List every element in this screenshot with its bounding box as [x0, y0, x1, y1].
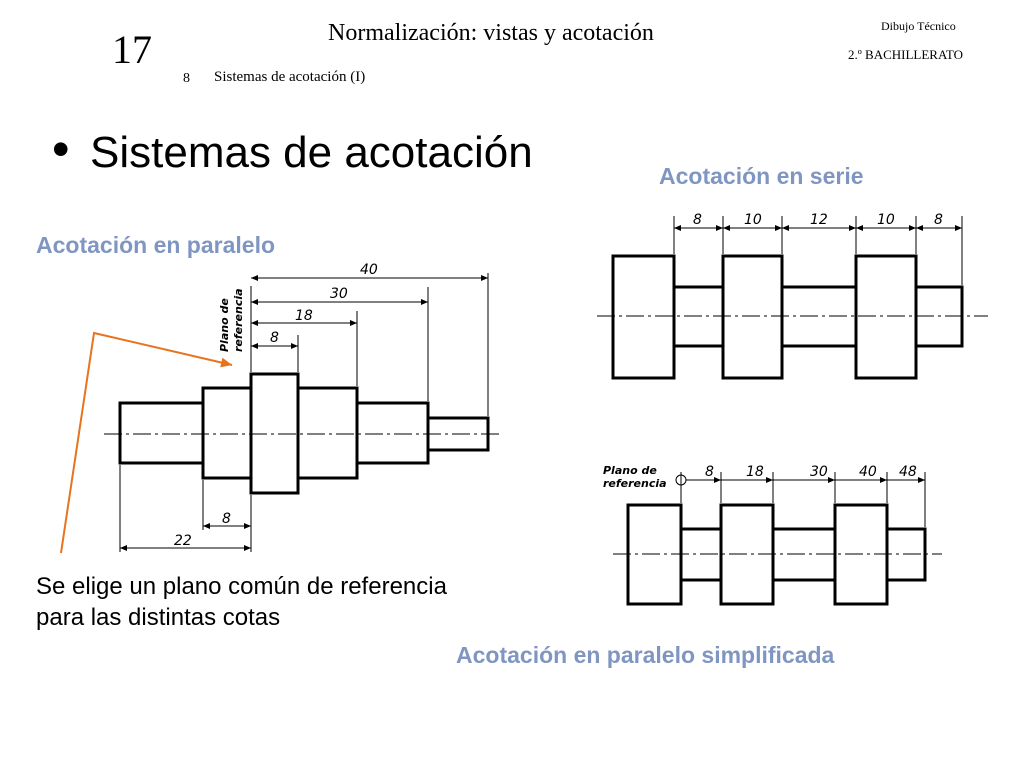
- figure-serie: [597, 216, 988, 380]
- dimension-label-8: 8: [270, 330, 279, 346]
- dimension-label-simp-2: 18: [746, 464, 764, 480]
- unit-title: Normalización: vistas y acotación: [328, 20, 654, 46]
- dimension-label-serie-2: 10: [744, 212, 762, 228]
- label-acotacion-paralelo: Acotación en paralelo: [36, 232, 276, 258]
- dimension-label-serie-5: 8: [934, 212, 943, 228]
- description-text: Se elige un plano común de referencia pa…: [36, 571, 447, 633]
- reference-plane-text-1: Plano de: [218, 298, 231, 352]
- unit-number: 17: [112, 27, 152, 72]
- shaft-step: [201, 386, 253, 480]
- dimension-label-serie-4: 10: [877, 212, 895, 228]
- figure-paralelo: [60, 273, 502, 554]
- section-title: Sistemas de acotación (I): [214, 69, 366, 85]
- course-label: 2.º BACHILLERATO: [848, 47, 964, 62]
- description-line-1: Se elige un plano común de referencia: [36, 573, 447, 600]
- shaft-step: [118, 401, 205, 465]
- shaft-step: [355, 401, 430, 465]
- reference-plane-text-1: Plano de: [603, 464, 657, 477]
- dimension-label-simp-4: 40: [859, 464, 877, 480]
- dimension-label-40: 40: [360, 262, 378, 278]
- reference-plane-text-2: referencia: [603, 477, 667, 490]
- shaft-step: [426, 416, 490, 452]
- dimension-label-8-bottom: 8: [222, 511, 231, 527]
- dimension-label-serie-1: 8: [693, 212, 702, 228]
- shaft-step: [854, 254, 918, 380]
- reference-plane-leader: [60, 331, 233, 554]
- shaft-step: [721, 254, 784, 380]
- subject-label: Dibujo Técnico: [881, 19, 956, 33]
- dimension-label-simp-3: 30: [810, 464, 828, 480]
- shaft-step: [914, 285, 964, 348]
- dimension-label-30: 30: [330, 286, 348, 302]
- description-line-2: para las distintas cotas: [36, 604, 281, 631]
- dimension-label-18: 18: [295, 308, 313, 324]
- figure-simplificada: [613, 472, 942, 606]
- label-acotacion-serie: Acotación en serie: [659, 163, 864, 189]
- section-number: 8: [183, 71, 190, 86]
- dimension-label-22: 22: [174, 533, 192, 549]
- slide-heading: Sistemas de acotación: [90, 128, 533, 177]
- bullet-point: •: [52, 121, 70, 177]
- shaft-step: [611, 254, 676, 380]
- dimension-label-simp-5: 48: [899, 464, 917, 480]
- dimension-label-simp-1: 8: [705, 464, 714, 480]
- reference-plane-text-2: referencia: [232, 288, 245, 352]
- dimension-label-serie-3: 12: [810, 212, 828, 228]
- shaft-step: [296, 386, 359, 480]
- shaft-step: [885, 527, 927, 582]
- label-acotacion-simplificada: Acotación en paralelo simplificada: [456, 642, 835, 668]
